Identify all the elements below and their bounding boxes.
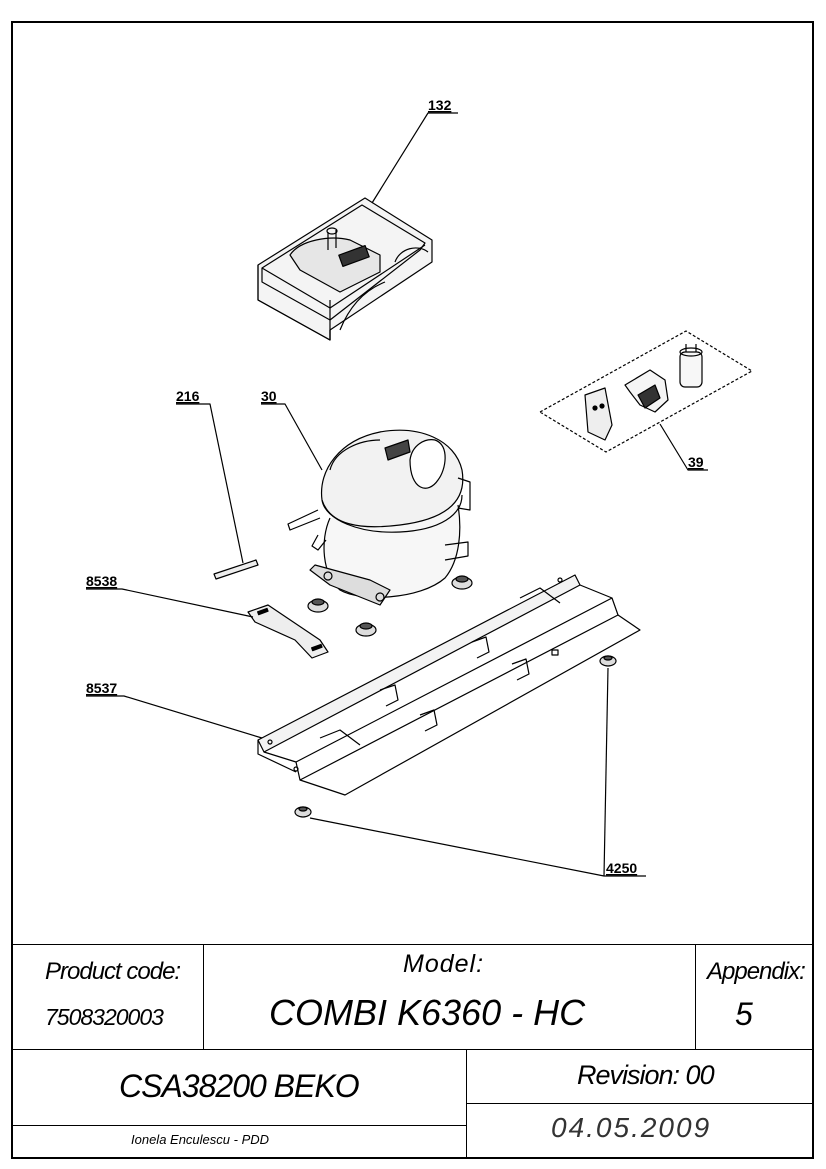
leader-39	[659, 423, 708, 471]
callout-30: 30	[261, 388, 277, 404]
model-label: Model:	[403, 950, 485, 978]
part-30-compressor	[287, 429, 471, 606]
part-39-relay-kit	[539, 330, 753, 453]
leader-8538	[86, 588, 254, 618]
callout-216: 216	[176, 388, 200, 404]
leader-216	[176, 403, 244, 564]
leader-8537	[86, 695, 263, 739]
appendix-label: Appendix:	[707, 958, 806, 985]
leader-132	[371, 112, 458, 204]
callout-4250: 4250	[606, 860, 637, 876]
part-8538-bracket	[247, 604, 329, 659]
leader-4250-a	[603, 667, 609, 877]
product-code-value: 7508320003	[45, 1004, 164, 1030]
drawing-frame	[11, 21, 814, 1159]
grommets	[307, 575, 473, 637]
callout-8537: 8537	[86, 680, 117, 696]
part-216-tube	[213, 559, 259, 580]
model-value: COMBI K6360 - HC	[269, 992, 586, 1033]
part-132-cover-box	[257, 197, 433, 341]
title-block: Product code: 7508320003 Model: COMBI K6…	[11, 944, 814, 1159]
callout-39: 39	[688, 454, 704, 470]
exploded-parts-diagram: 132 216 30 39 8538 8537 4250	[86, 97, 753, 877]
part-8537-base-rails	[257, 574, 641, 796]
appendix-value: 5	[735, 996, 753, 1032]
product-code-label: Product code:	[45, 958, 181, 985]
revision: Revision: 00	[577, 1060, 715, 1090]
author: Ionela Enculescu - PDD	[131, 1132, 270, 1147]
leader-4250-b	[309, 817, 646, 877]
callout-132: 132	[428, 97, 452, 113]
leader-30	[261, 403, 323, 471]
compressor-model: CSA38200 BEKO	[119, 1068, 360, 1104]
part-4250-nuts	[294, 655, 617, 818]
callout-8538: 8538	[86, 573, 117, 589]
revision-date: 04.05.2009	[551, 1112, 712, 1143]
